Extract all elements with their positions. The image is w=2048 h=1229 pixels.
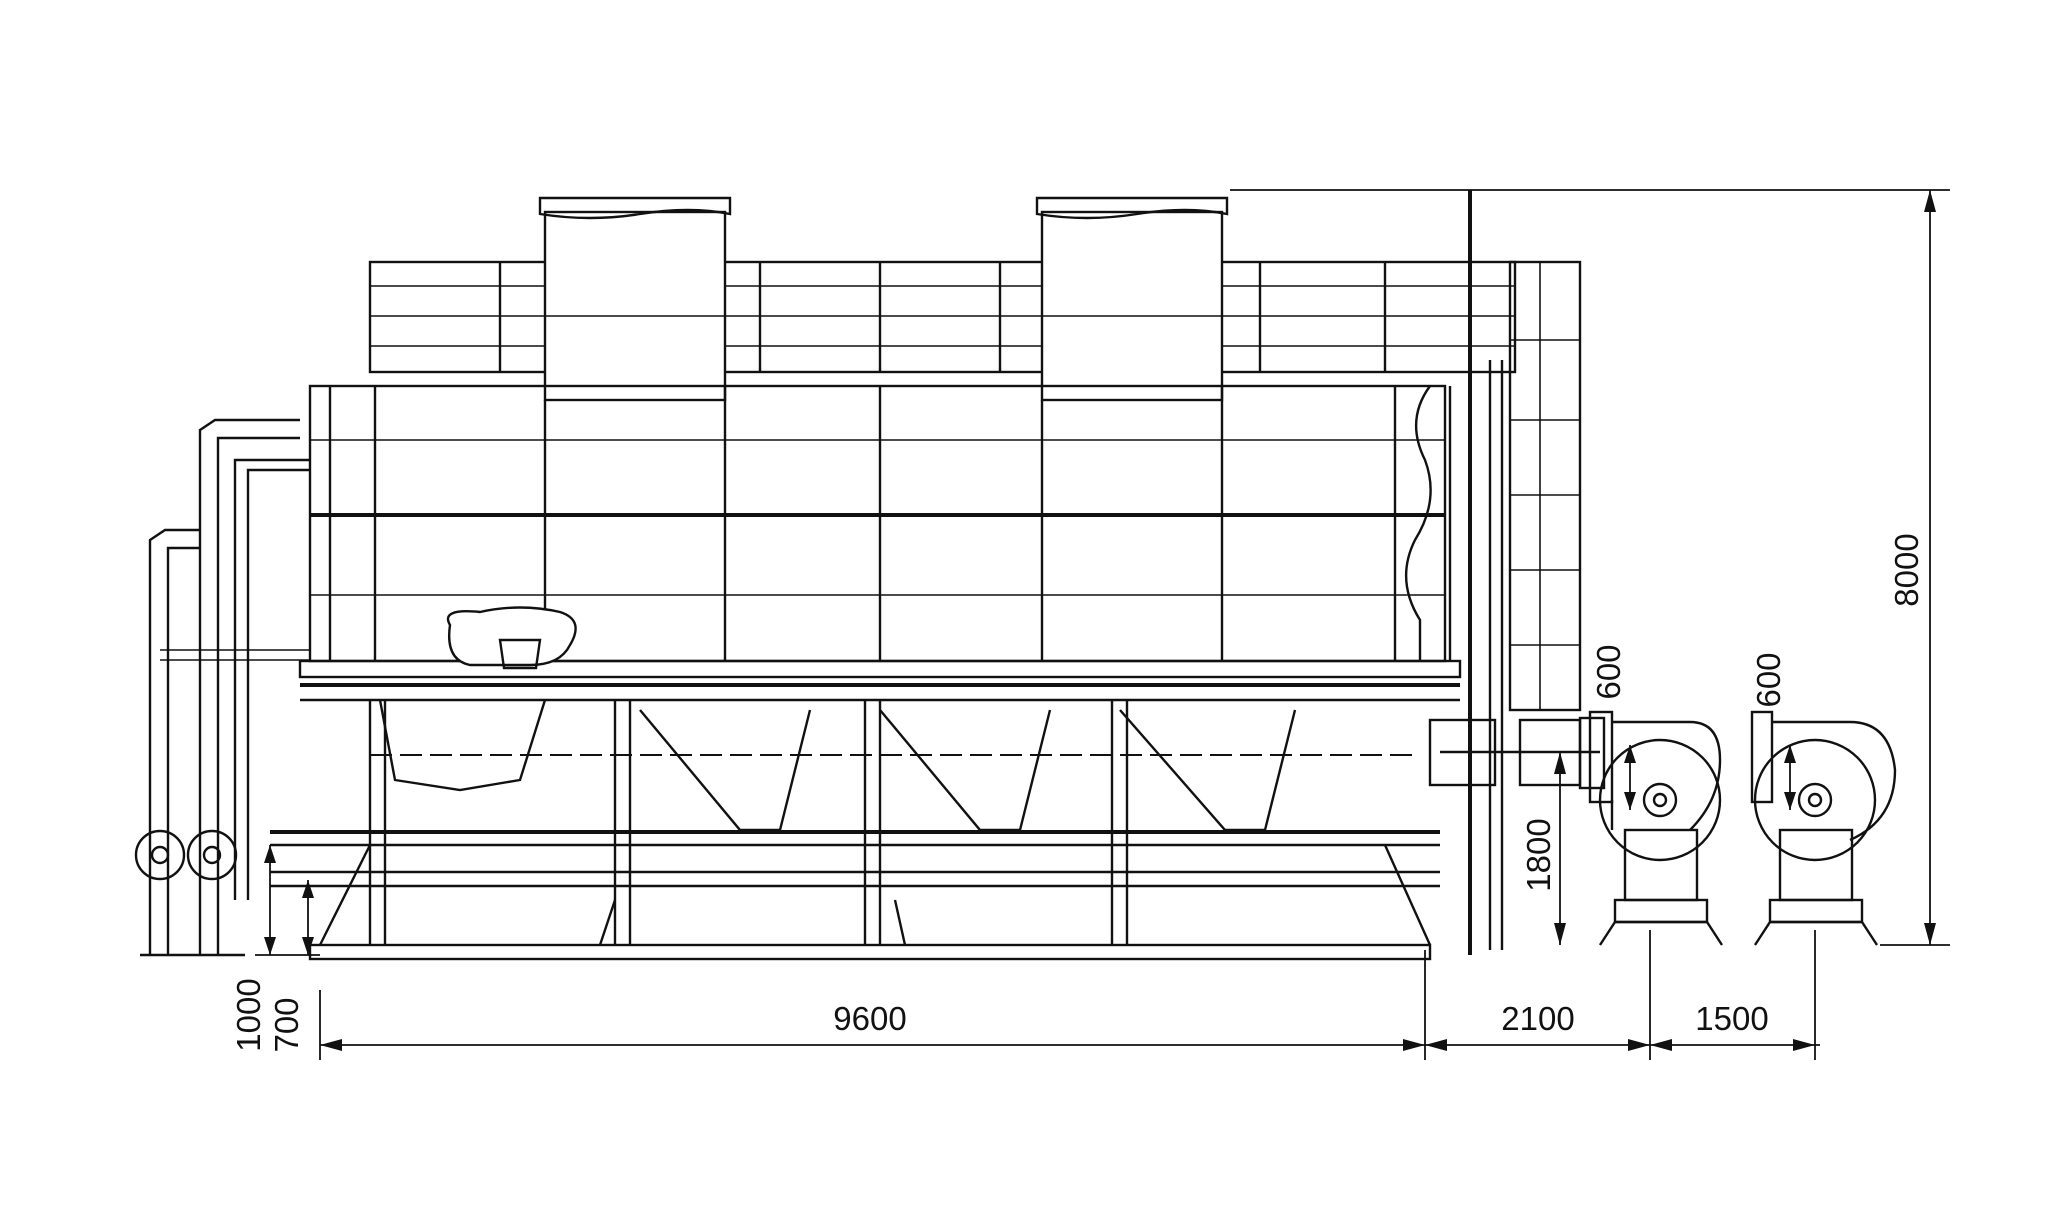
ladder-tower [1468,190,1582,955]
dim-inlet-height: 1800 [1520,818,1557,891]
dimension-lines [255,189,1950,1060]
hoppers [370,699,1420,832]
dim-fan-outlet-1: 600 [1590,644,1627,699]
left-piping [134,418,310,957]
dim-fan-spacing-1: 2100 [1501,1000,1574,1037]
fan-2 [1750,710,1897,946]
fan-stack-left [538,196,732,402]
inlet-duct [1428,716,1606,790]
bottom-header [298,659,1462,702]
dim-total-length: 9600 [833,1000,906,1037]
dim-base-height-2: 700 [268,997,305,1052]
dim-fan-spacing-2: 1500 [1695,1000,1768,1037]
dim-fan-outlet-2: 600 [1750,652,1787,707]
support-frame [270,700,1440,961]
fan-stack-right [1035,196,1229,402]
drum-housing [446,606,577,670]
coil-body [308,384,1452,663]
dim-base-height-1: 1000 [230,978,267,1051]
upper-railing [368,260,1517,374]
dim-overall-height: 8000 [1888,533,1925,606]
fan-1 [1588,710,1724,946]
